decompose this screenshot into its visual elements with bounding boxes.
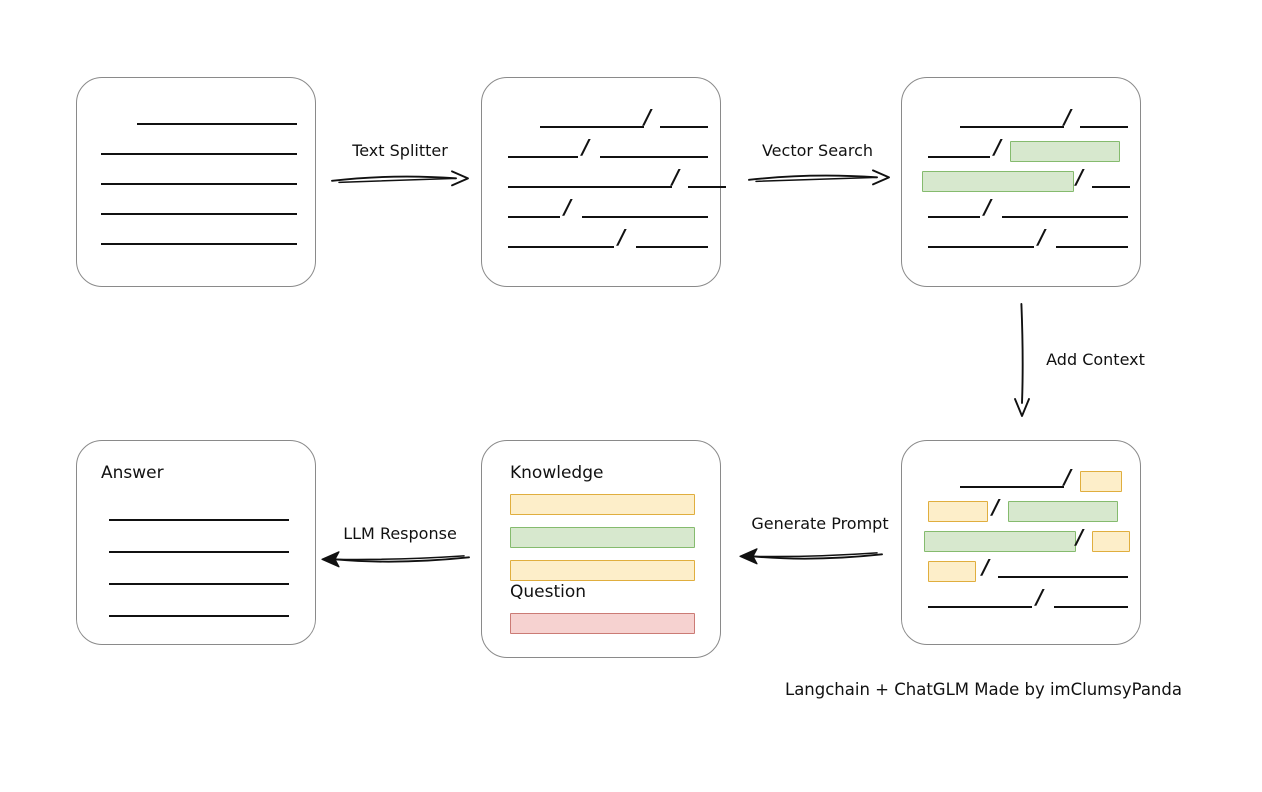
edge-text-splitter-label: Text Splitter <box>352 141 448 160</box>
text-line <box>928 606 1032 608</box>
source-document[interactable] <box>76 77 316 287</box>
text-line <box>1092 186 1130 188</box>
text-line <box>109 615 289 617</box>
slash-separator-icon: / <box>994 135 1002 159</box>
text-line <box>960 126 1064 128</box>
split-chunks-document[interactable]: / / / / / <box>481 77 726 287</box>
edge-generate-prompt-label: Generate Prompt <box>751 514 889 533</box>
edge-add-context-label: Add Context <box>1046 350 1145 369</box>
text-line <box>960 486 1064 488</box>
edge-text-splitter <box>331 170 469 187</box>
highlight-chip-green <box>924 531 1076 552</box>
answer-document[interactable]: Answer <box>76 440 316 645</box>
context-added-document[interactable]: / / / / / <box>901 440 1141 645</box>
highlight-chip-green <box>1010 141 1120 162</box>
slash-separator-icon: / <box>982 555 990 579</box>
slash-separator-icon: / <box>1064 105 1072 129</box>
text-line <box>928 216 980 218</box>
edge-llm-response-label: LLM Response <box>343 524 457 543</box>
slash-separator-icon: / <box>644 105 652 129</box>
edge-llm-response <box>321 551 470 568</box>
text-line <box>688 186 726 188</box>
edge-generate-prompt <box>739 548 883 565</box>
question-heading: Question <box>510 582 587 602</box>
text-line <box>928 156 990 158</box>
text-line <box>101 183 297 185</box>
text-line <box>928 246 1034 248</box>
text-line <box>636 246 708 248</box>
edge-vector-search <box>748 168 890 186</box>
text-line <box>508 216 560 218</box>
highlight-chip-yellow <box>928 501 988 522</box>
text-line <box>1054 606 1128 608</box>
slash-separator-icon: / <box>1076 165 1084 189</box>
text-line <box>1002 216 1128 218</box>
slash-separator-icon: / <box>672 165 680 189</box>
text-line <box>101 153 297 155</box>
text-line <box>540 126 644 128</box>
question-chip-red <box>510 613 695 634</box>
edge-vector-search-label: Vector Search <box>761 141 874 160</box>
slash-separator-icon: / <box>1038 225 1046 249</box>
text-line <box>508 186 672 188</box>
text-line <box>109 583 289 585</box>
knowledge-chip-yellow <box>510 560 695 581</box>
text-line <box>508 246 614 248</box>
slash-separator-icon: / <box>1036 585 1044 609</box>
text-line <box>137 123 297 125</box>
knowledge-chip-green <box>510 527 695 548</box>
text-line <box>101 213 297 215</box>
text-line <box>998 576 1128 578</box>
slash-separator-icon: / <box>564 195 572 219</box>
knowledge-heading: Knowledge <box>510 463 604 483</box>
slash-separator-icon: / <box>1064 465 1072 489</box>
highlight-chip-yellow <box>1092 531 1130 552</box>
slash-separator-icon: / <box>984 195 992 219</box>
text-line <box>582 216 708 218</box>
text-line <box>101 243 297 245</box>
vector-search-results-document[interactable]: / / / / / <box>901 77 1141 287</box>
text-line <box>508 156 578 158</box>
edge-add-context <box>1014 303 1030 417</box>
highlight-chip-yellow <box>1080 471 1122 492</box>
slash-separator-icon: / <box>1076 525 1084 549</box>
text-line <box>600 156 708 158</box>
text-line <box>109 519 289 521</box>
knowledge-chip-yellow <box>510 494 695 515</box>
text-line <box>109 551 289 553</box>
highlight-chip-yellow <box>928 561 976 582</box>
slash-separator-icon: / <box>992 495 1000 519</box>
highlight-chip-green <box>922 171 1074 192</box>
text-line <box>660 126 708 128</box>
text-line <box>1056 246 1128 248</box>
text-line <box>1080 126 1128 128</box>
credit-text: Langchain + ChatGLM Made by imClumsyPand… <box>785 680 1182 699</box>
slash-separator-icon: / <box>582 135 590 159</box>
answer-document-title: Answer <box>101 463 164 483</box>
highlight-chip-green <box>1008 501 1118 522</box>
slash-separator-icon: / <box>618 225 626 249</box>
